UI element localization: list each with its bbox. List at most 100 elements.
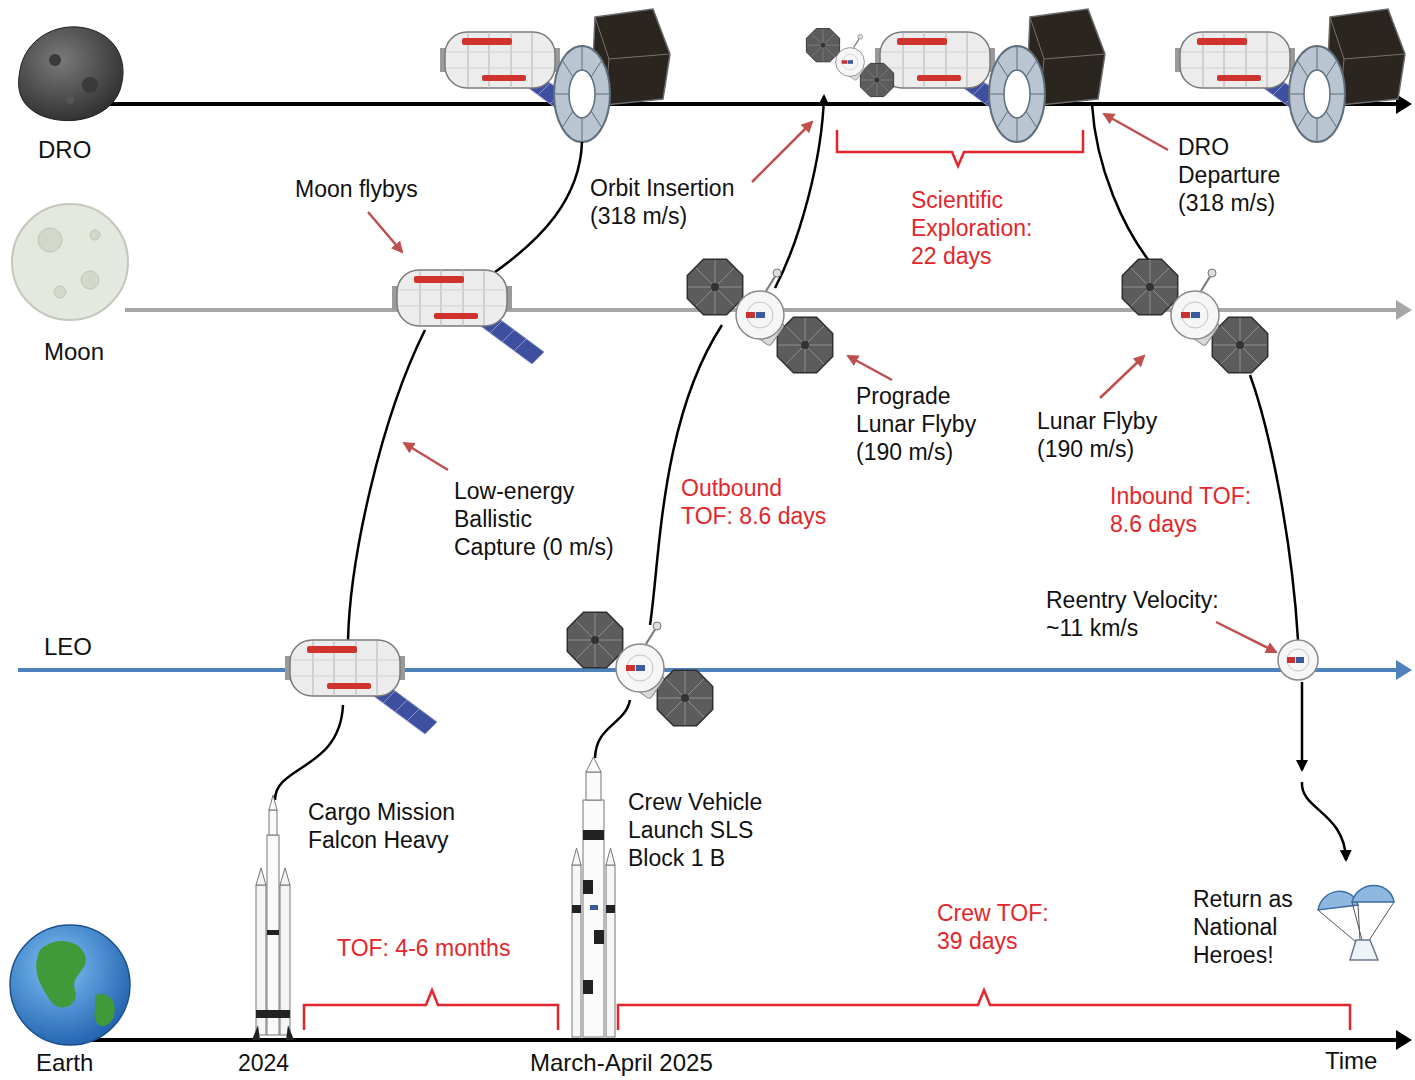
- trajectory: [348, 330, 425, 640]
- leader-arrow: [1100, 356, 1144, 398]
- parachute-capsule: [1318, 886, 1394, 961]
- moon-icon: [90, 230, 100, 240]
- moon-icon: [12, 204, 128, 320]
- bracket: [837, 130, 1083, 166]
- orion-spacecraft: [1122, 259, 1267, 372]
- duration-label: Crew TOF: 39 days: [937, 899, 1062, 955]
- spacecraft-stack: [875, 9, 1105, 142]
- callout-label: DRO Departure (318 m/s): [1178, 133, 1298, 217]
- habitat-module: [285, 640, 437, 734]
- falcon-heavy-rocket: [269, 795, 277, 810]
- callout-label: Orbit Insertion (318 m/s): [590, 174, 745, 230]
- leader-arrow: [404, 443, 448, 470]
- asteroid-icon: [19, 27, 123, 121]
- falcon-heavy-rocket: [267, 835, 279, 1035]
- bracket: [304, 990, 558, 1030]
- sls-rocket: [594, 930, 604, 944]
- callout-label: Lunar Flyby (190 m/s): [1037, 407, 1167, 463]
- duration-label: Inbound TOF: 8.6 days: [1110, 482, 1260, 538]
- level-name: LEO: [44, 633, 92, 661]
- spacecraft-stack: [440, 9, 670, 142]
- leader-arrow: [368, 114, 1276, 652]
- earth-icon: [10, 925, 130, 1045]
- vehicle-label: Crew Vehicle Launch SLS Block 1 B: [628, 788, 778, 872]
- habitat-module: [285, 640, 437, 734]
- spacecraft-stack: [440, 9, 670, 142]
- orion-spacecraft: [567, 612, 712, 725]
- reentry-capsule: [1287, 649, 1309, 671]
- moon-icon: [38, 228, 62, 252]
- level-name: Moon: [44, 338, 104, 366]
- earth-icon: [36, 941, 86, 1007]
- falcon-heavy-rocket: [286, 1025, 294, 1040]
- leo-axis: [1396, 660, 1412, 680]
- sls-rocket: [583, 800, 604, 1037]
- orion-capsule: [806, 29, 893, 97]
- trajectory: [495, 142, 582, 272]
- reentry-capsule: [1287, 657, 1295, 663]
- parachute-capsule: [1352, 886, 1394, 903]
- dro-axis: [100, 102, 1400, 106]
- moon-icon: [12, 204, 128, 320]
- trajectory: [1301, 682, 1304, 770]
- duration-label: TOF: 4-6 months: [337, 934, 510, 962]
- leader-arrow: [1216, 622, 1276, 652]
- falcon-heavy-rocket: [252, 1025, 260, 1040]
- moon-icon: [81, 271, 99, 289]
- callout-label: Reentry Velocity: ~11 km/s: [1046, 586, 1226, 642]
- callout-label: Low-energy Ballistic Capture (0 m/s): [454, 477, 617, 561]
- callout-label: Moon flybys: [295, 175, 418, 203]
- orion-spacecraft: [1122, 259, 1267, 372]
- earth-icon: [10, 925, 130, 1045]
- spacecraft-stack: [1175, 9, 1405, 142]
- sls-rocket: [606, 848, 615, 865]
- spacecraft-stack: [875, 9, 1105, 142]
- dro-axis: [100, 94, 1412, 114]
- leo-axis: [18, 660, 1412, 680]
- axis-label: Time: [1325, 1047, 1377, 1075]
- falcon-heavy-rocket: [256, 868, 266, 885]
- trajectory: [1302, 782, 1346, 860]
- asteroid-icon: [82, 77, 98, 93]
- sls-rocket: [572, 905, 581, 913]
- earth-axis: [1396, 1030, 1412, 1050]
- habitat-module: [392, 270, 544, 364]
- reentry-capsule: [1278, 640, 1318, 680]
- bracket: [618, 990, 1350, 1030]
- parachute-capsule: [1350, 940, 1378, 960]
- sls-rocket: [572, 848, 581, 865]
- leader-arrow: [752, 122, 812, 182]
- bracket: [304, 130, 1350, 1030]
- level-name: Earth: [36, 1049, 93, 1077]
- sls-rocket: [590, 905, 598, 910]
- parachute-capsule: [1318, 902, 1394, 942]
- sls-rocket: [586, 772, 601, 800]
- duration-label: Outbound TOF: 8.6 days: [681, 474, 833, 530]
- reentry-capsule: [1296, 657, 1304, 663]
- date-label: 2024: [238, 1049, 289, 1077]
- trajectory: [275, 96, 1346, 860]
- leo-axis: [18, 668, 1400, 672]
- sls-rocket: [586, 757, 601, 772]
- asteroid-icon: [66, 96, 74, 104]
- sls-rocket: [572, 865, 581, 1037]
- habitat-module: [392, 270, 544, 364]
- falcon-heavy-rocket: [280, 868, 290, 885]
- leader-arrow: [1104, 114, 1168, 150]
- note-label: Return as National Heroes!: [1193, 885, 1303, 969]
- date-label: March-April 2025: [530, 1049, 713, 1077]
- sls-rocket: [606, 865, 615, 1037]
- trajectory: [275, 705, 343, 800]
- asteroid-icon: [49, 54, 61, 66]
- orion-capsule: [806, 29, 893, 97]
- sls-rocket: [572, 757, 615, 1037]
- duration-label: Scientific Exploration: 22 days: [911, 186, 1041, 270]
- spacecraft-stack: [1175, 9, 1405, 142]
- vehicle-label: Cargo Mission Falcon Heavy: [308, 798, 460, 854]
- asteroid-icon: [19, 27, 123, 121]
- sls-rocket: [583, 880, 593, 894]
- moon-axis: [1396, 300, 1412, 320]
- trajectory: [595, 700, 630, 758]
